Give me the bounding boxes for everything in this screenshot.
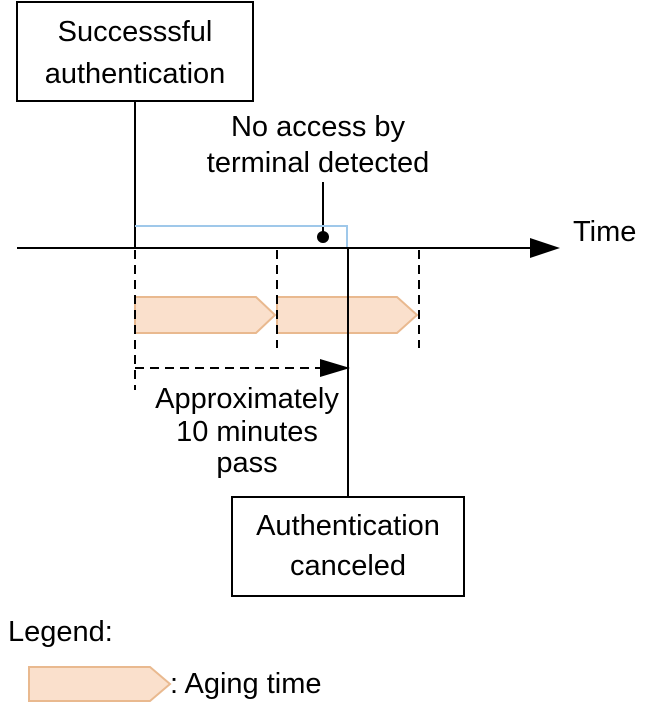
elapsed-label-line-2: 10 minutes <box>176 416 318 448</box>
elapsed-time-arrowhead <box>320 359 350 377</box>
aging-time-segment-1 <box>134 296 277 334</box>
authentication-canceled-line-2: canceled <box>290 550 406 582</box>
successful-authentication-line-2: authentication <box>45 58 226 90</box>
successful-authentication-box: Successsful authentication <box>16 1 254 102</box>
successful-authentication-box-frame <box>16 1 254 102</box>
legend-title: Legend: <box>8 616 113 648</box>
time-axis-arrowhead <box>530 238 560 258</box>
access-period-line <box>135 225 348 248</box>
elapsed-label-line-1: Approximately <box>155 383 339 415</box>
authentication-canceled-line-1: Authentication <box>256 510 440 542</box>
authentication-canceled-box: Authentication canceled <box>231 496 465 597</box>
successful-authentication-line-1: Successsful <box>58 16 213 48</box>
authentication-canceled-box-frame <box>231 496 465 597</box>
legend-aging-label: : Aging time <box>170 668 322 700</box>
legend-aging-swatch <box>28 666 172 702</box>
elapsed-label-line-3: pass <box>216 447 277 479</box>
no-access-label-line-1: No access by <box>231 111 406 143</box>
time-axis-label: Time <box>573 216 636 248</box>
no-access-label-line-2: terminal detected <box>207 147 429 179</box>
no-access-point <box>317 231 329 243</box>
elapsed-label-backing <box>149 382 345 474</box>
